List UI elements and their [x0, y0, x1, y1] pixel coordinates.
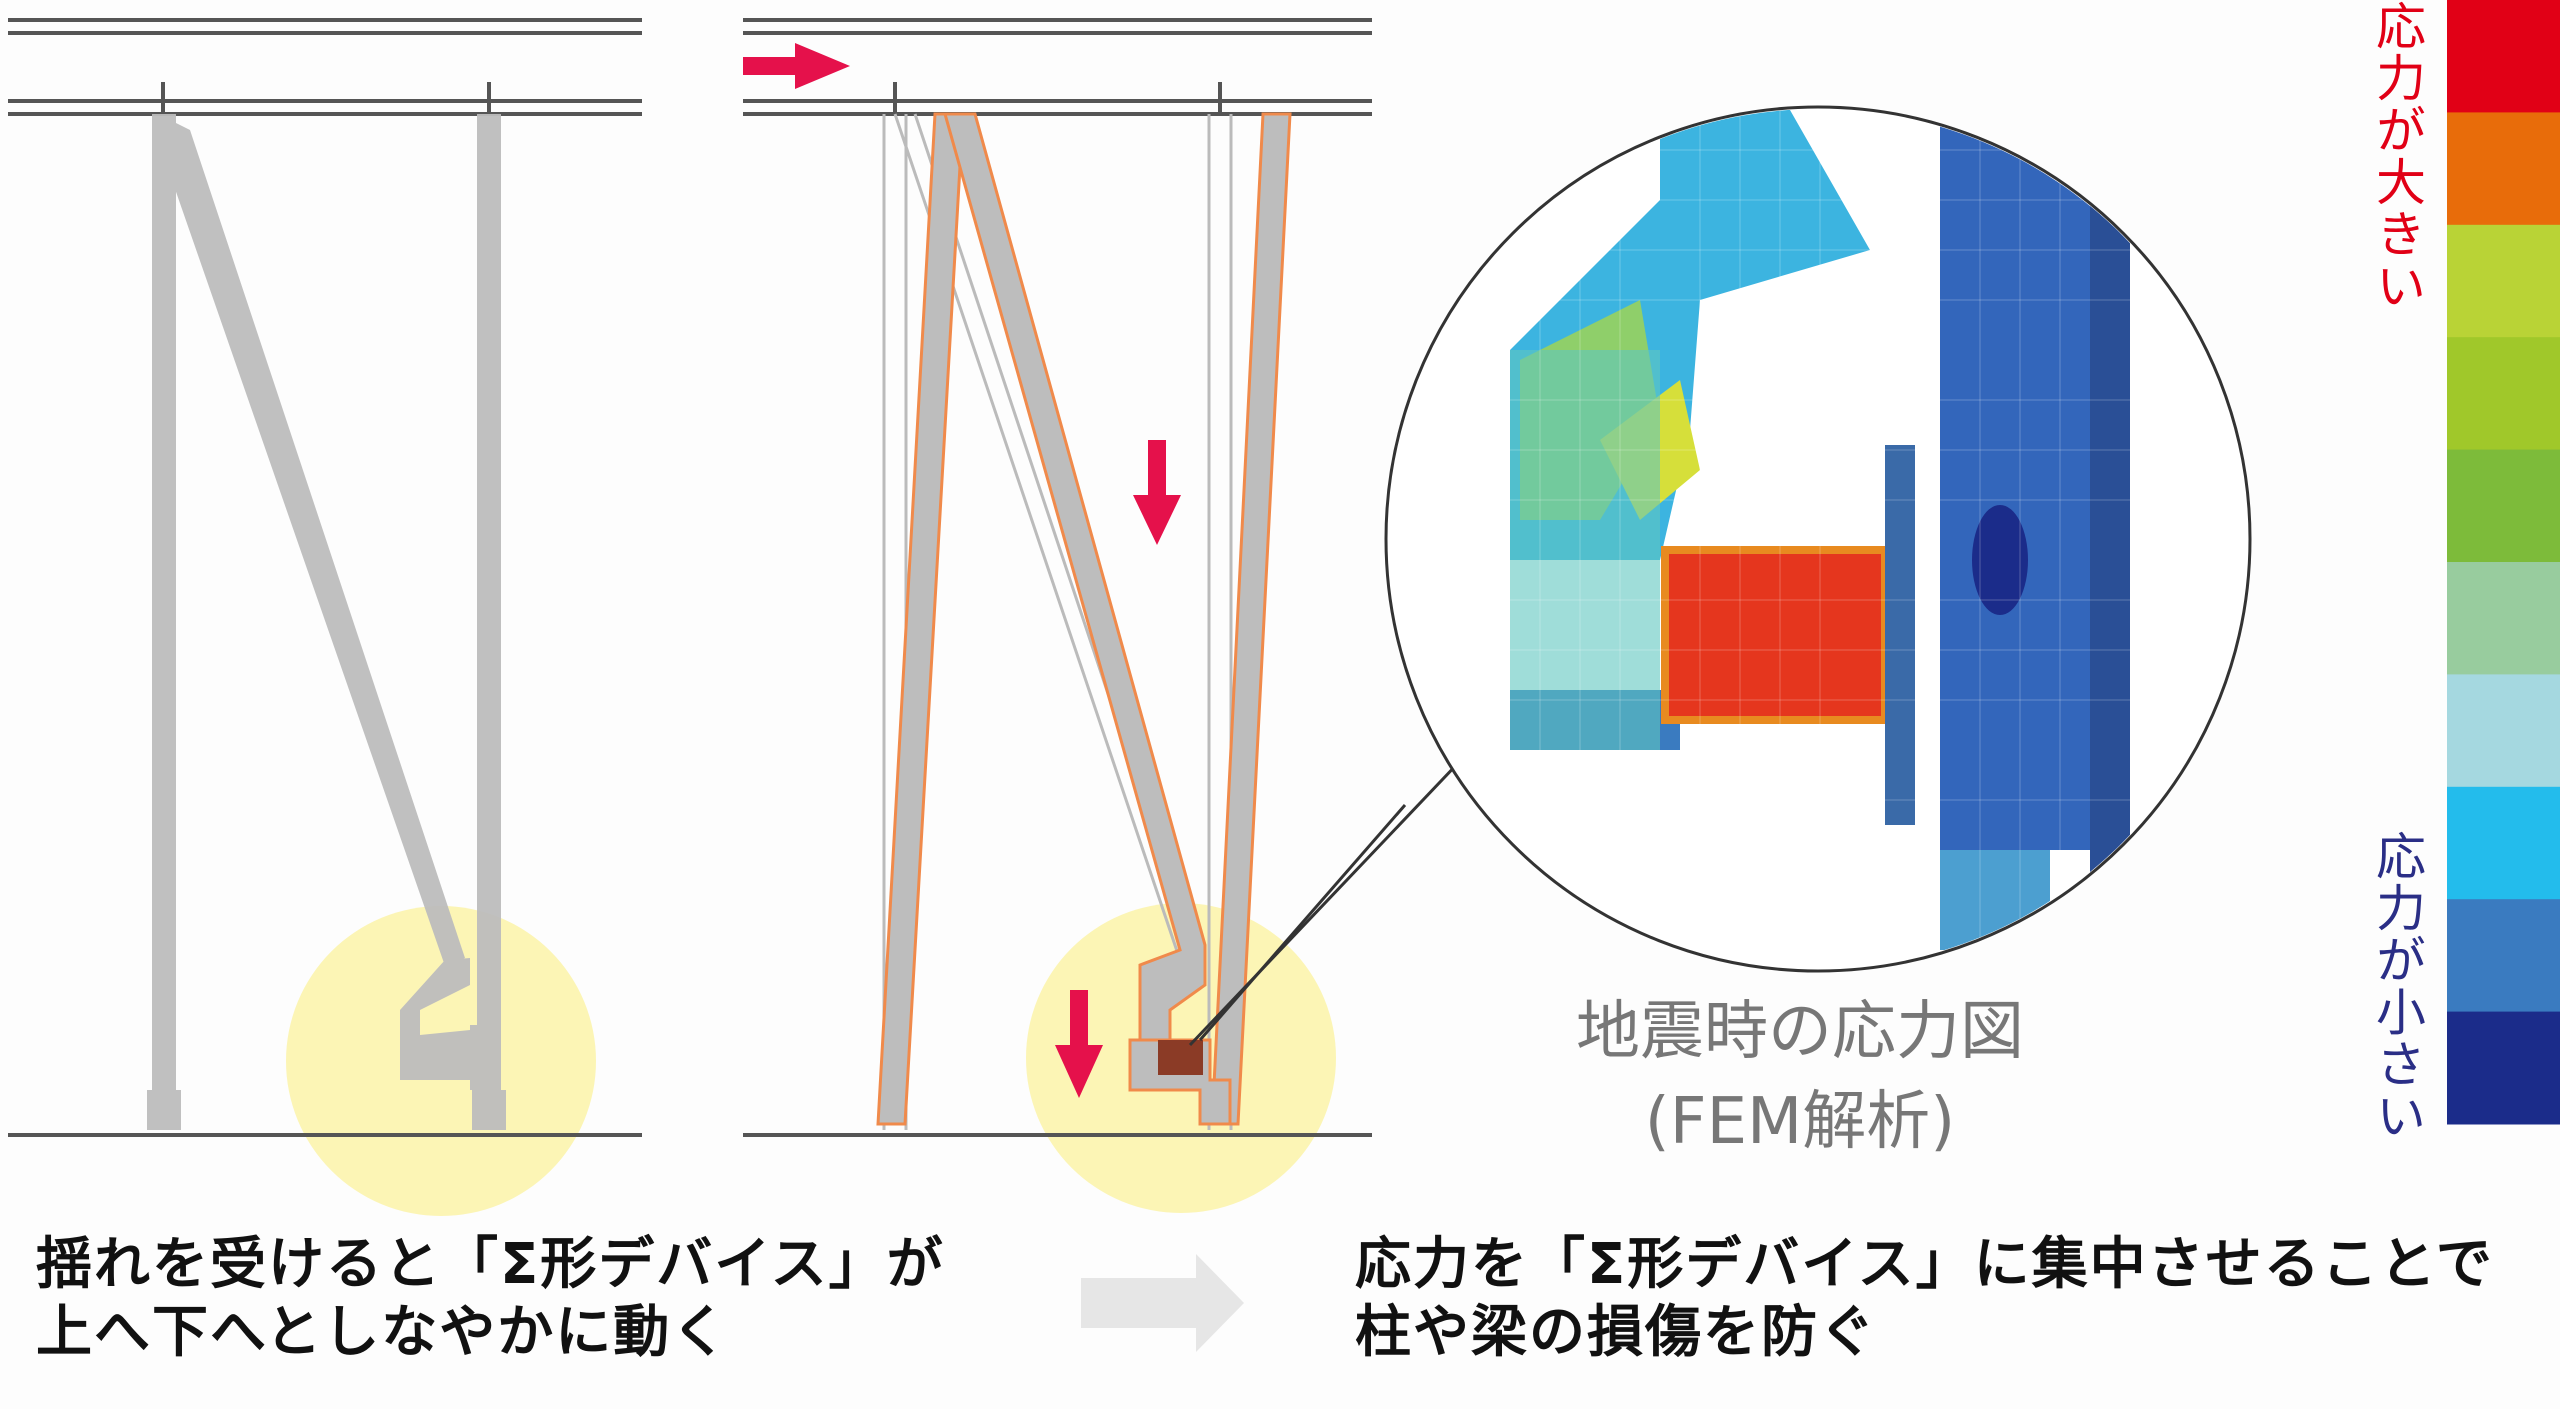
color-band — [2447, 449, 2560, 563]
sigma-device-highlight — [1158, 1040, 1203, 1075]
fem-subtitle: (FEM解析) — [1644, 1085, 1956, 1159]
caption-right-line2: 柱や梁の損傷を防ぐ — [1355, 1300, 1877, 1365]
color-band — [2447, 786, 2560, 900]
color-band — [2447, 112, 2560, 226]
arrow-down-icon — [1055, 990, 1103, 1098]
caption-right-line1: 応力を「Σ形デバイス」に集中させることで — [1355, 1232, 2494, 1297]
color-band — [2447, 899, 2560, 1013]
legend-high-label: 応力が大きい — [2368, 0, 2426, 312]
caption-left-line1: 揺れを受けると「Σ形デバイス」が — [36, 1232, 945, 1297]
color-band — [2447, 562, 2560, 675]
fem-magnified-view — [1384, 105, 2252, 973]
color-band — [2447, 1011, 2560, 1125]
brace-after — [876, 112, 1292, 1126]
frame-before — [8, 18, 642, 1137]
color-band — [2447, 224, 2560, 338]
stress-color-scale — [2447, 0, 2560, 1125]
caption-left-line2: 上へ下へとしなやかに動く — [36, 1300, 730, 1365]
brace-before — [147, 114, 506, 1130]
legend-low-label: 応力が小さい — [2368, 830, 2426, 1142]
color-band — [2447, 674, 2560, 788]
fem-title: 地震時の応力図 — [1576, 995, 2024, 1069]
gray-arrow-icon — [1081, 1254, 1244, 1352]
color-band — [2447, 337, 2560, 451]
frame-after — [743, 18, 1372, 1137]
arrow-down-icon — [1133, 440, 1181, 545]
arrow-right-icon — [743, 43, 850, 89]
color-band — [2447, 0, 2560, 113]
